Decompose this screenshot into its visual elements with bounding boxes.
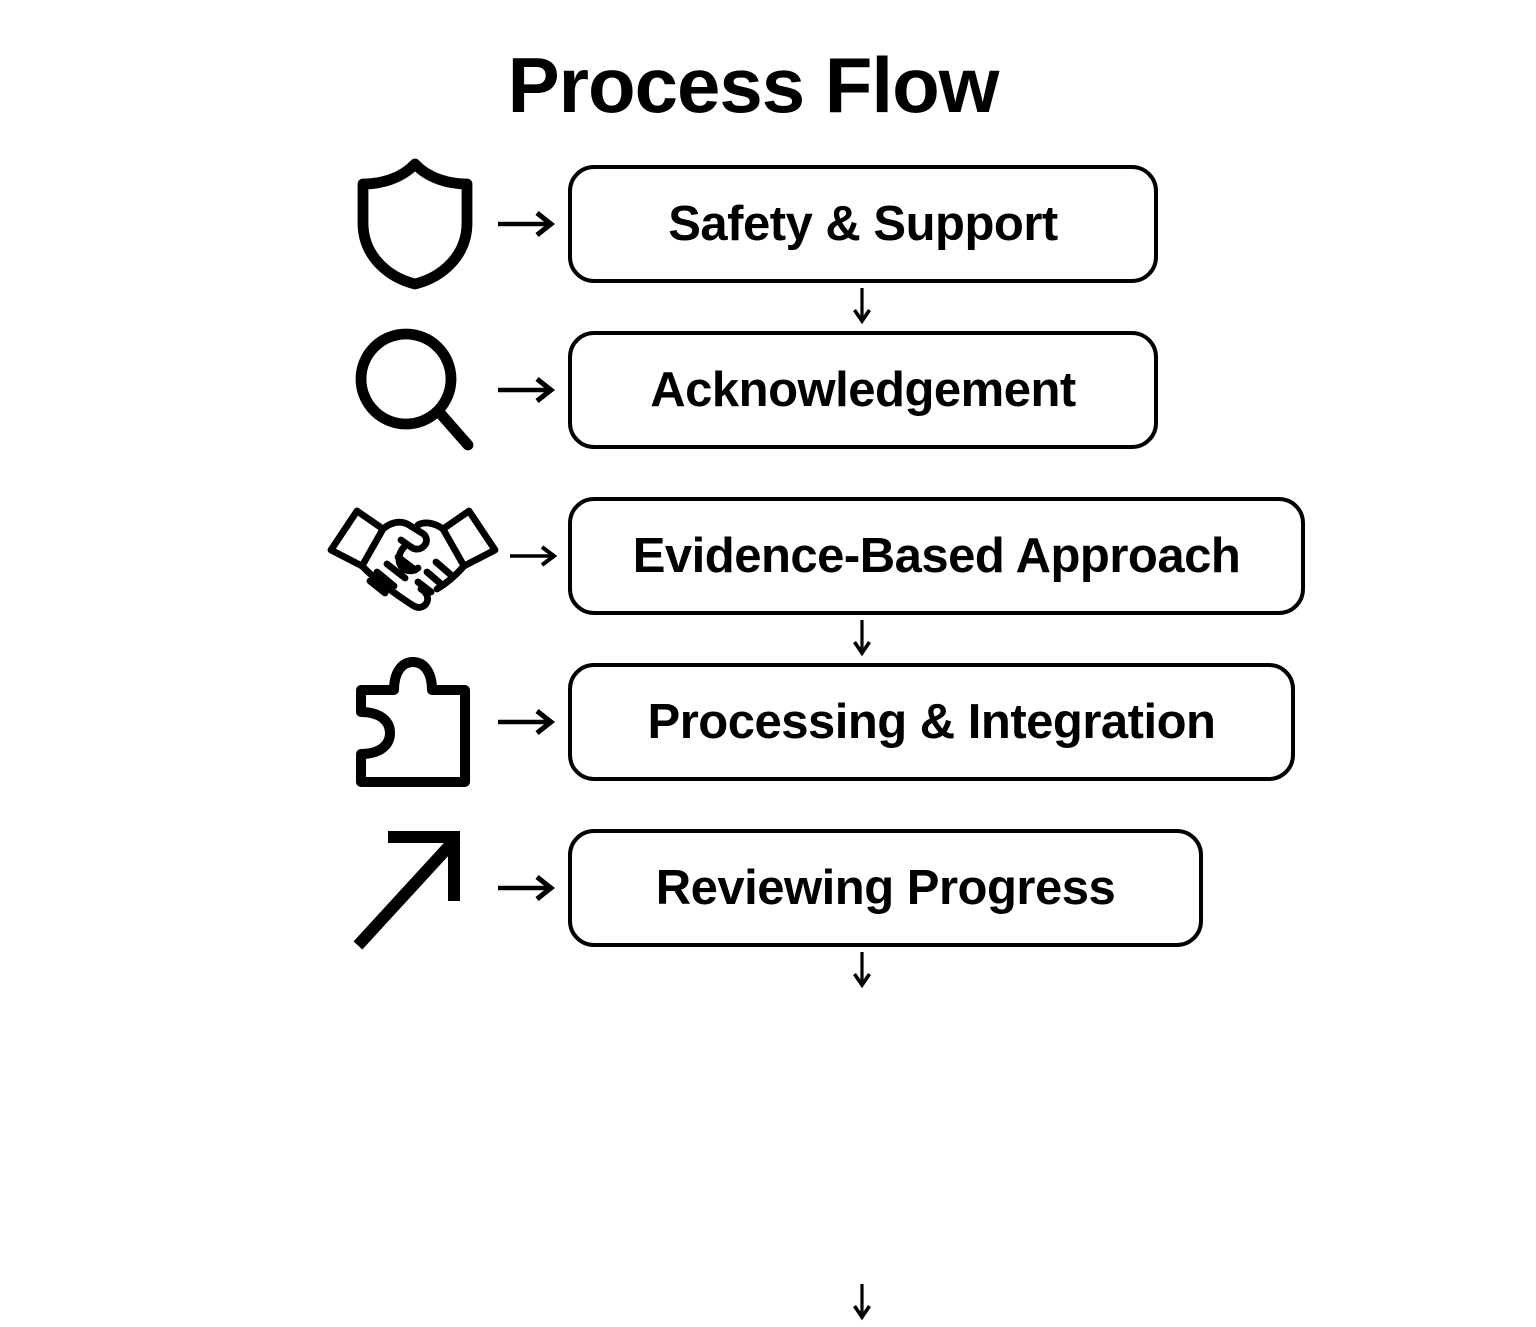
step-label-4: Processing & Integration: [647, 694, 1216, 749]
step-box-1[interactable]: Safety & Support: [568, 165, 1158, 283]
puzzle-piece-icon: [330, 657, 500, 787]
side-arrow-icon-5: [492, 829, 564, 947]
step-label-1: Safety & Support: [668, 196, 1058, 251]
diagram-canvas: Process Flow Safety & Support: [0, 41, 1536, 1321]
trending-up-arrow-icon: [330, 829, 500, 950]
side-arrow-icon-4: [492, 663, 564, 781]
step-box-4[interactable]: Processing & Integration: [568, 663, 1295, 781]
down-arrow-icon-4: [838, 1279, 886, 1327]
step-box-3[interactable]: Evidence-Based Approach: [568, 497, 1305, 615]
side-arrow-icon-2: [492, 331, 564, 449]
flow-step-row-2: Acknowledgement: [0, 328, 1536, 657]
step-box-5[interactable]: Reviewing Progress: [568, 829, 1203, 947]
side-arrow-icon-1: [492, 165, 564, 283]
handshake-icon: [318, 497, 508, 615]
flow-step-row-5: Reviewing Progress: [0, 829, 1536, 950]
process-flow-list: Safety & Support: [0, 158, 1536, 1321]
side-arrow-icon-3: [505, 497, 565, 615]
flow-step-row-3: Evidence-Based Approach: [0, 497, 1536, 989]
magnifier-icon: [330, 328, 500, 451]
flow-step-row-1: Safety & Support: [0, 158, 1536, 325]
step-label-5: Reviewing Progress: [655, 860, 1116, 915]
step-label-2: Acknowledgement: [650, 362, 1076, 417]
down-arrow-icon-3: [838, 947, 886, 995]
page-title: Process Flow: [507, 41, 1000, 129]
flow-step-row-4: Processing & Integration: [0, 657, 1536, 1321]
step-box-2[interactable]: Acknowledgement: [568, 331, 1158, 449]
step-label-3: Evidence-Based Approach: [632, 528, 1241, 583]
down-arrow-icon-2: [838, 615, 886, 663]
down-arrow-icon-1: [838, 283, 886, 331]
shield-icon: [330, 158, 500, 290]
